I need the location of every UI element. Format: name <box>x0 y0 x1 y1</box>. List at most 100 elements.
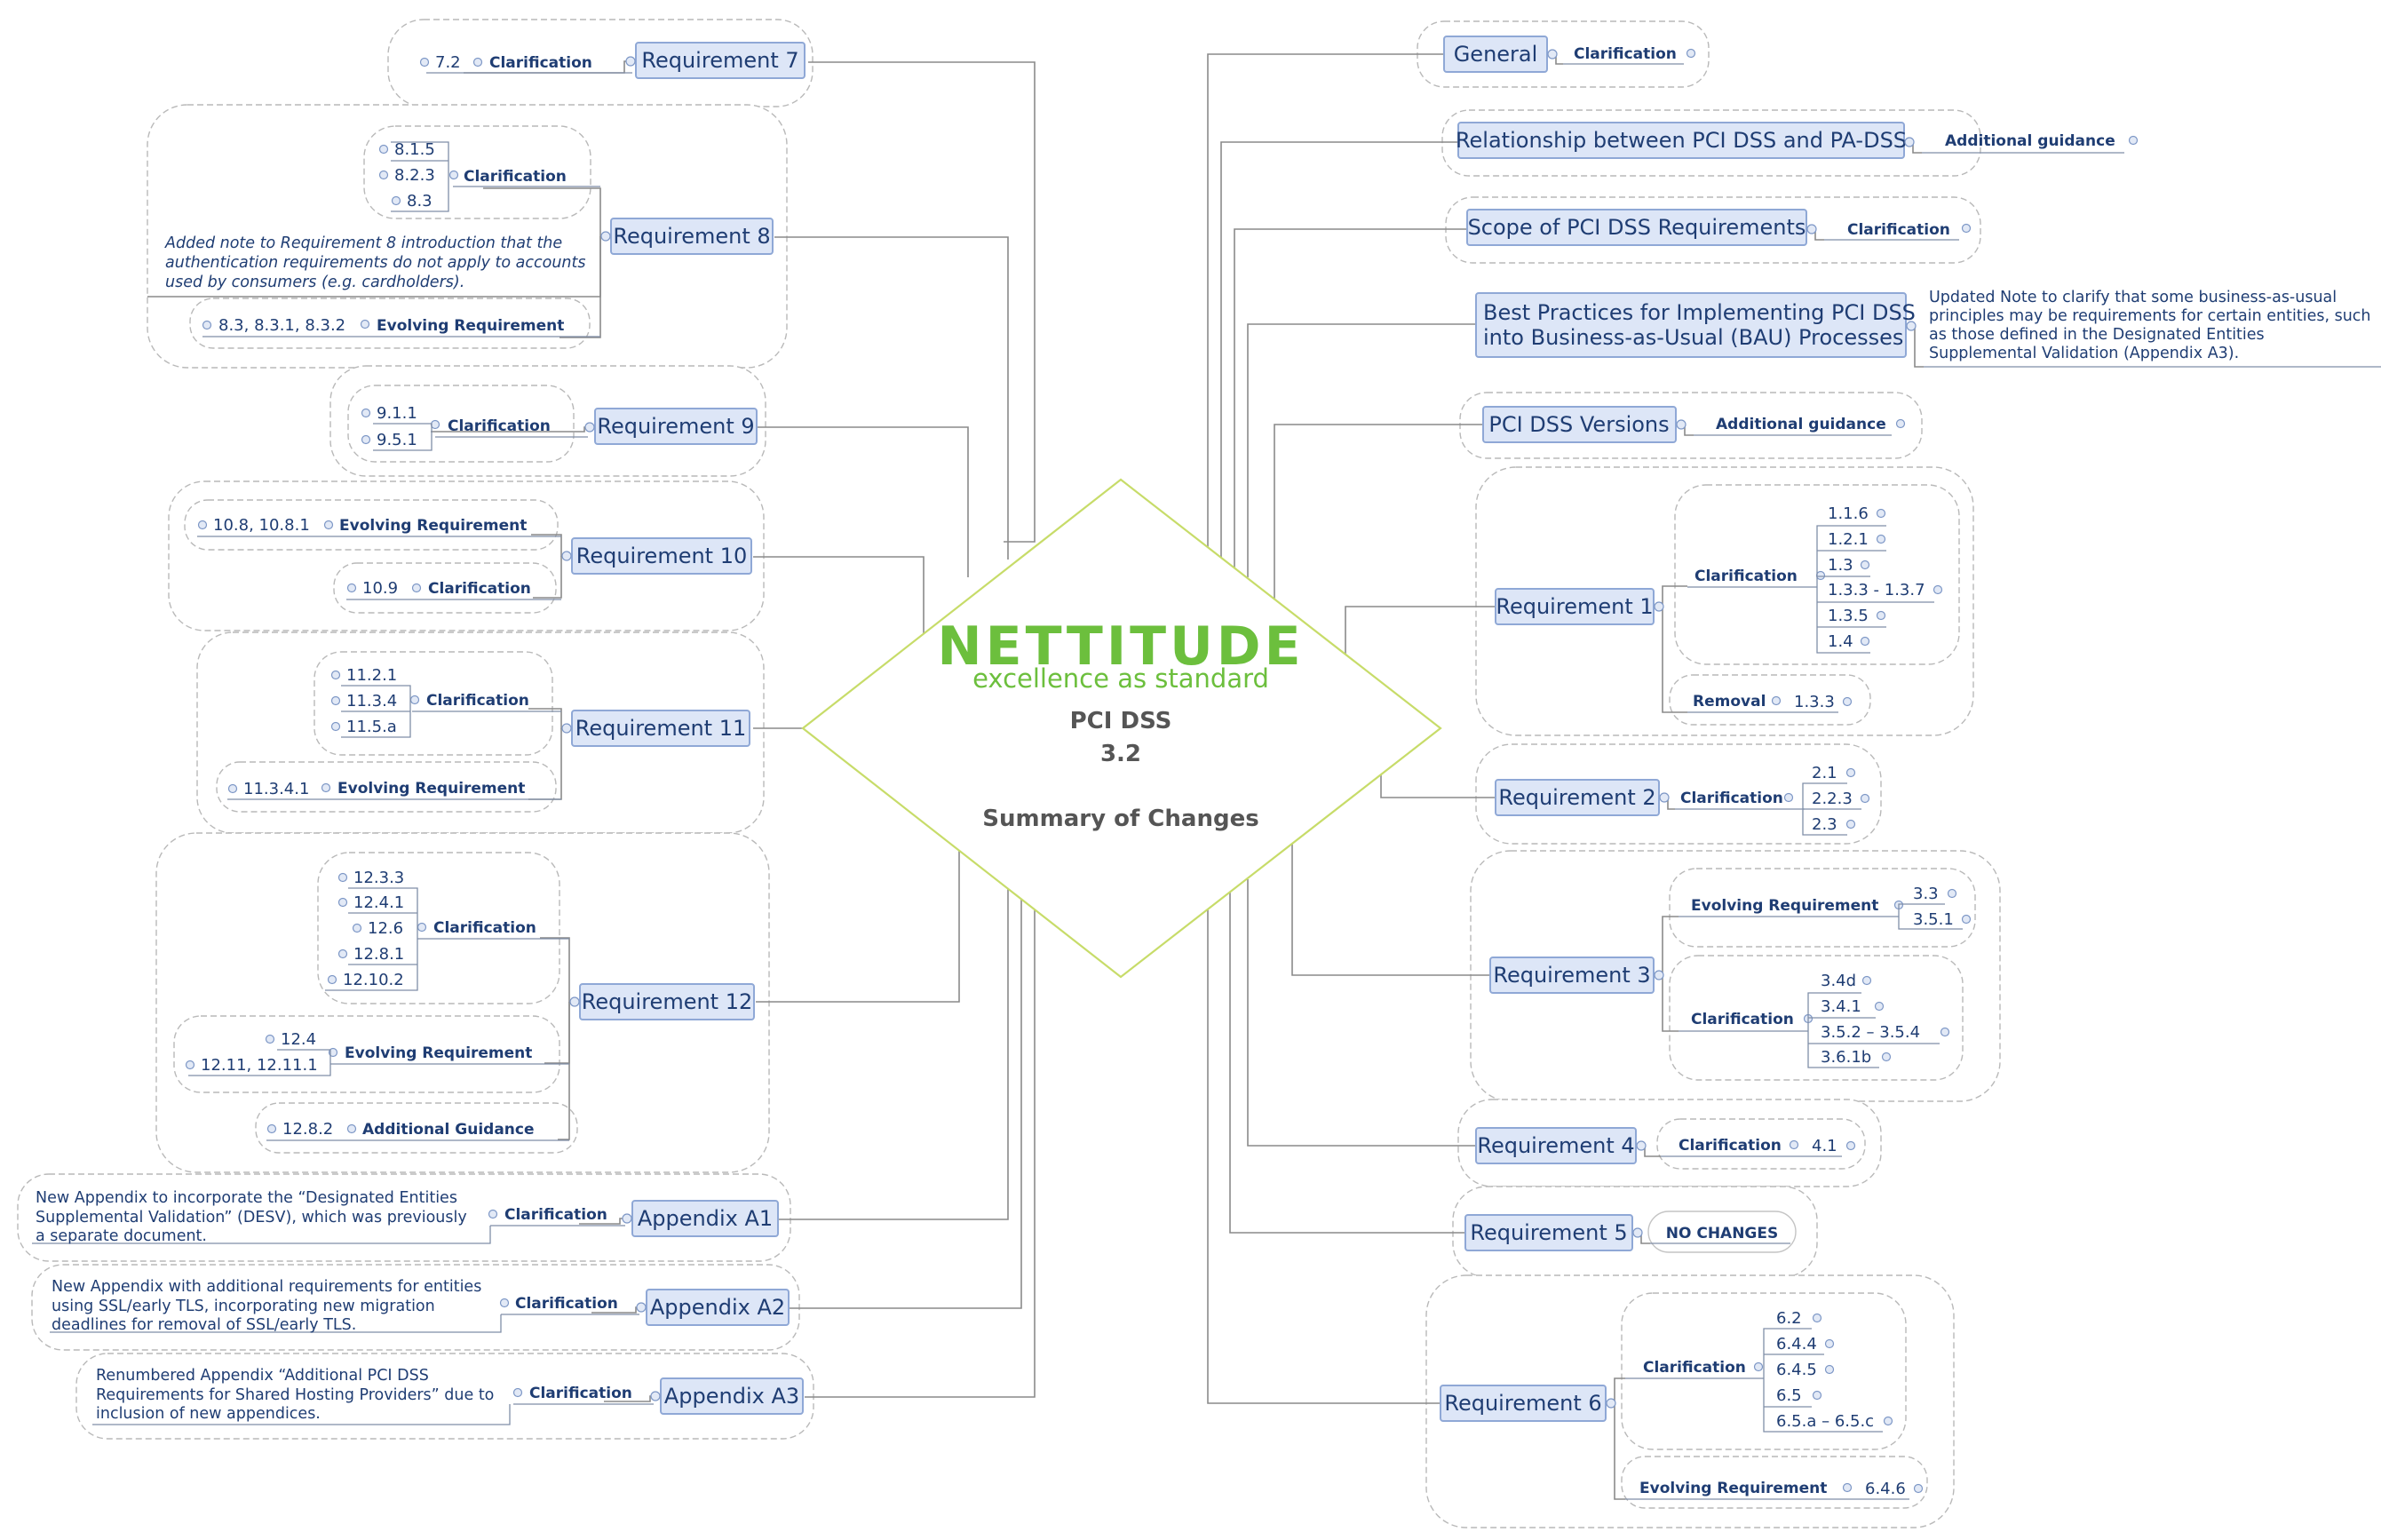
ref-10.9: 10.9 <box>362 579 398 598</box>
bau-note-line1: Updated Note to clarify that some busine… <box>1929 289 2337 306</box>
topic-scope-requirements[interactable]: Scope of PCI DSS Requirements <box>1468 215 1806 240</box>
branch-relationship: Relationship between PCI DSS and PA-DSS … <box>1456 122 2139 159</box>
category-additional-guidance: Additional guidance <box>1716 416 1886 433</box>
category-clarification: Clarification <box>1643 1359 1746 1377</box>
category-additional-guidance: Additional guidance <box>1945 132 2115 150</box>
ref-11.2.1: 11.2.1 <box>346 666 397 685</box>
branch-requirement-2: Requirement 2 Clarification 2.1 2.2.3 2.… <box>1495 764 1870 836</box>
a1-note-line3: a separate document. <box>36 1227 207 1245</box>
topic-requirement-10[interactable]: Requirement 10 <box>576 544 748 568</box>
ref-11.5.a: 11.5.a <box>346 718 397 736</box>
category-clarification: Clarification <box>1691 1011 1794 1028</box>
category-clarification: Clarification <box>1680 790 1783 807</box>
ref-12.8.2: 12.8.2 <box>282 1120 333 1139</box>
topic-pci-dss-versions[interactable]: PCI DSS Versions <box>1488 412 1669 437</box>
ref-2.2.3: 2.2.3 <box>1812 790 1853 808</box>
ref-6.5: 6.5 <box>1776 1386 1802 1405</box>
topic-appendix-a2[interactable]: Appendix A2 <box>650 1295 785 1320</box>
topic-requirement-11[interactable]: Requirement 11 <box>575 716 747 741</box>
ref-6.2: 6.2 <box>1776 1309 1802 1328</box>
ref-8.3-8.3.1-8.3.2: 8.3, 8.3.1, 8.3.2 <box>218 316 345 335</box>
topic-requirement-6[interactable]: Requirement 6 <box>1444 1391 1601 1416</box>
a1-note-line2: Supplemental Validation” (DESV), which w… <box>36 1209 467 1226</box>
branch-requirement-6: Requirement 6 Clarification 6.2 6.4.4 6.… <box>1440 1309 1924 1500</box>
category-removal: Removal <box>1693 693 1766 710</box>
cloud-req9-clarification <box>347 385 575 463</box>
req8-note-line1: Added note to Requirement 8 introduction… <box>164 234 562 252</box>
ref-9.5.1: 9.5.1 <box>377 431 417 449</box>
ref-11.3.4: 11.3.4 <box>346 692 397 710</box>
ref-3.4.1: 3.4.1 <box>1821 997 1861 1016</box>
cloud-appA2 <box>31 1264 800 1351</box>
ref-6.5.a-6.5.c: 6.5.a – 6.5.c <box>1776 1412 1874 1431</box>
branch-bau: Best Practices for Implementing PCI DSS … <box>1475 289 2381 368</box>
ref-11.3.4.1: 11.3.4.1 <box>243 780 309 798</box>
company-logo: NETTITUDE <box>937 615 1304 678</box>
topic-requirement-8[interactable]: Requirement 8 <box>613 224 770 249</box>
category-evolving-requirement: Evolving Requirement <box>1691 897 1878 915</box>
branch-requirement-5: Requirement 5 NO CHANGES <box>1464 1211 1797 1253</box>
status-no-changes: NO CHANGES <box>1666 1225 1779 1242</box>
a1-note-line1: New Appendix to incorporate the “Designa… <box>36 1189 457 1207</box>
cloud-req2 <box>1475 743 1882 845</box>
ref-12.10.2: 12.10.2 <box>343 971 404 989</box>
cloud-appA1 <box>17 1173 791 1262</box>
category-clarification: Clarification <box>1694 568 1798 585</box>
ref-8.1.5: 8.1.5 <box>394 140 435 159</box>
topic-requirement-4[interactable]: Requirement 4 <box>1477 1133 1634 1158</box>
topic-requirement-9[interactable]: Requirement 9 <box>597 414 754 439</box>
bau-note-line4: Supplemental Validation (Appendix A3). <box>1929 345 2239 362</box>
topic-bau-line2[interactable]: into Business-as-Usual (BAU) Processes <box>1483 325 1903 350</box>
topic-general[interactable]: General <box>1454 42 1538 67</box>
ref-1.3: 1.3 <box>1828 556 1853 575</box>
category-clarification: Clarification <box>1679 1137 1782 1155</box>
a2-note-line1: New Appendix with additional requirement… <box>52 1278 481 1296</box>
ref-3.5.2-3.5.4: 3.5.2 – 3.5.4 <box>1821 1023 1920 1042</box>
bau-note-line3: as those defined in the Designated Entit… <box>1929 326 2265 344</box>
center-diamond <box>801 478 1442 979</box>
ref-12.8.1: 12.8.1 <box>353 945 404 964</box>
topic-requirement-1[interactable]: Requirement 1 <box>1496 594 1653 619</box>
topic-requirement-5[interactable]: Requirement 5 <box>1470 1220 1627 1245</box>
ref-3.5.1: 3.5.1 <box>1913 910 1954 929</box>
ref-1.2.1: 1.2.1 <box>1828 530 1869 549</box>
branch-requirement-11: Requirement 11 Clarification 11.2.1 11.3… <box>227 666 750 800</box>
a3-note-line3: inclusion of new appendices. <box>96 1405 321 1423</box>
category-clarification: Clarification <box>504 1206 607 1224</box>
ref-1.3.3-removal: 1.3.3 <box>1794 693 1835 711</box>
cloud-req11-clarification <box>313 651 553 756</box>
ref-6.4.4: 6.4.4 <box>1776 1335 1817 1353</box>
topic-requirement-7[interactable]: Requirement 7 <box>641 48 798 73</box>
a3-note-line2: Requirements for Shared Hosting Provider… <box>96 1386 494 1404</box>
cloud-req8-evolving <box>189 298 591 349</box>
category-clarification: Clarification <box>433 919 536 937</box>
ref-8.2.3: 8.2.3 <box>394 166 435 185</box>
category-clarification: Clarification <box>428 580 531 598</box>
topic-requirement-3[interactable]: Requirement 3 <box>1493 963 1650 988</box>
category-clarification: Clarification <box>1574 45 1677 63</box>
topic-bau-line1[interactable]: Best Practices for Implementing PCI DSS <box>1483 300 1916 325</box>
topic-requirement-12[interactable]: Requirement 12 <box>582 989 753 1014</box>
category-clarification: Clarification <box>529 1385 632 1402</box>
branch-requirement-3: Requirement 3 Evolving Requirement 3.3 3… <box>1489 885 1972 1068</box>
ref-4.1: 4.1 <box>1812 1137 1837 1155</box>
topic-requirement-2[interactable]: Requirement 2 <box>1498 785 1655 810</box>
branch-requirement-1: Requirement 1 Clarification 1.1.6 1.2.1 … <box>1495 504 1943 713</box>
topic-relationship-pci-pa-dss[interactable]: Relationship between PCI DSS and PA-DSS <box>1456 128 1907 153</box>
category-clarification: Clarification <box>448 417 551 435</box>
topic-appendix-a1[interactable]: Appendix A1 <box>638 1206 773 1231</box>
category-evolving-requirement: Evolving Requirement <box>377 317 564 335</box>
cloud-appA3 <box>75 1353 814 1440</box>
ref-1.4: 1.4 <box>1828 632 1853 651</box>
topic-appendix-a3[interactable]: Appendix A3 <box>664 1384 799 1409</box>
ref-2.3: 2.3 <box>1812 815 1837 834</box>
branch-scope: Scope of PCI DSS Requirements Clarificat… <box>1466 209 1972 246</box>
cloud-req6-evolving <box>1621 1456 1928 1509</box>
cloud-req12-clarification <box>317 852 560 1004</box>
category-clarification: Clarification <box>515 1295 618 1313</box>
category-evolving-requirement: Evolving Requirement <box>337 780 525 798</box>
category-clarification: Clarification <box>1847 221 1950 239</box>
cloud-layer <box>17 19 2001 1528</box>
ref-6.4.5: 6.4.5 <box>1776 1361 1817 1379</box>
